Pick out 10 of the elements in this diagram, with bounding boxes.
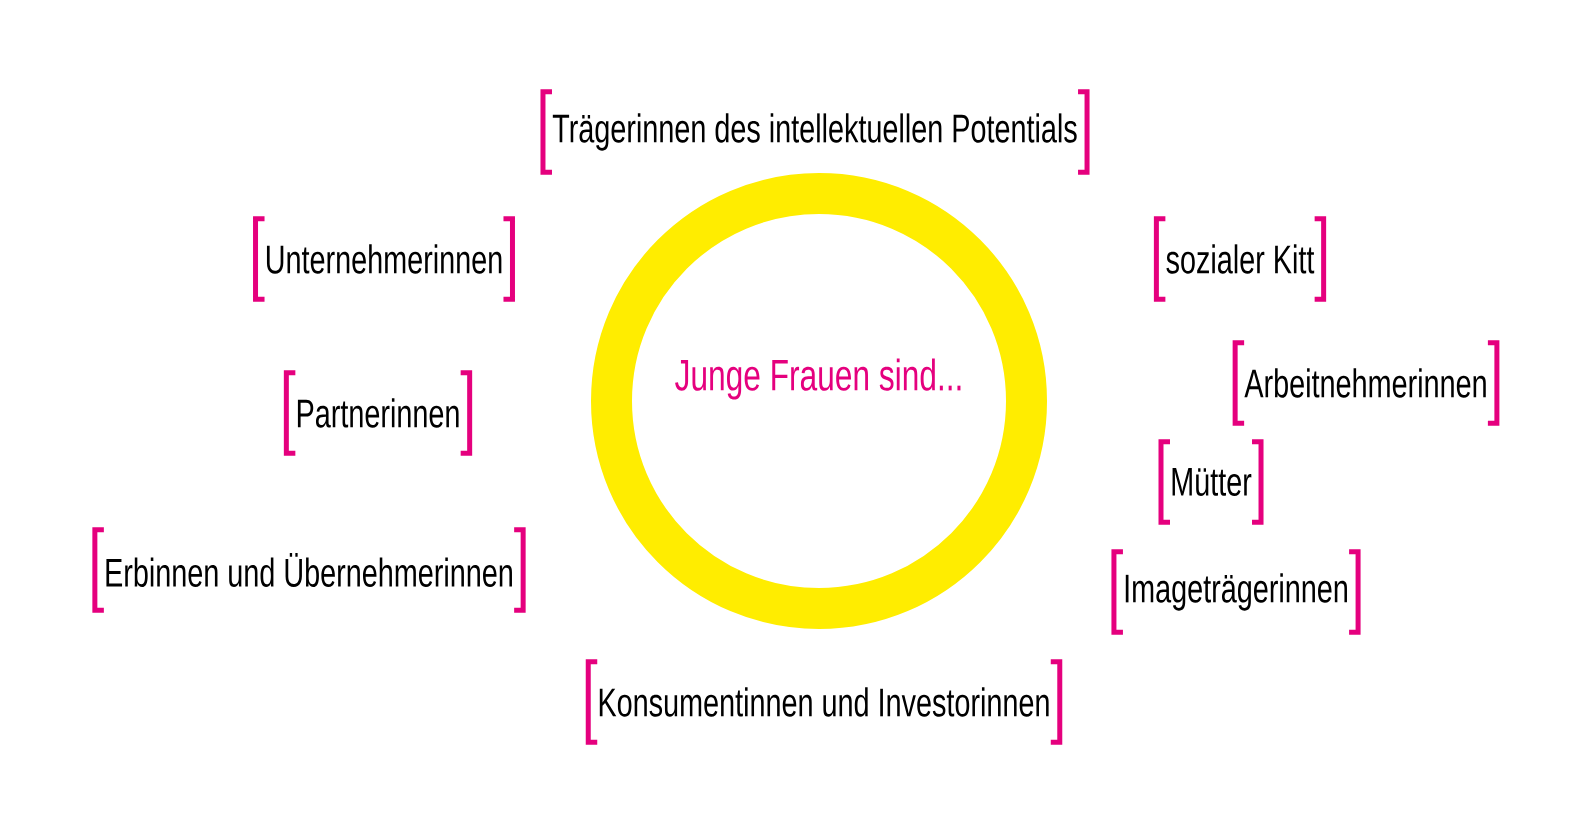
- center-title: Junge Frauen sind...: [675, 358, 961, 400]
- bracketed-label: Imageträgerinnen: [1111, 549, 1361, 635]
- bracketed-label: Mütter: [1158, 439, 1264, 525]
- bracketed-label: sozialer Kitt: [1153, 216, 1327, 302]
- bracketed-label: Erbinnen und Übernehmerinnen: [92, 527, 526, 613]
- bracketed-label: Konsumentinnen und Investorinnen: [585, 659, 1063, 745]
- bracketed-label: Unternehmerinnen: [253, 216, 515, 302]
- bracketed-label: Arbeitnehmerinnen: [1232, 340, 1500, 426]
- bracketed-label: Partnerinnen: [283, 370, 473, 456]
- bracketed-label: Trägerinnen des intellektuellen Potentials: [540, 89, 1090, 175]
